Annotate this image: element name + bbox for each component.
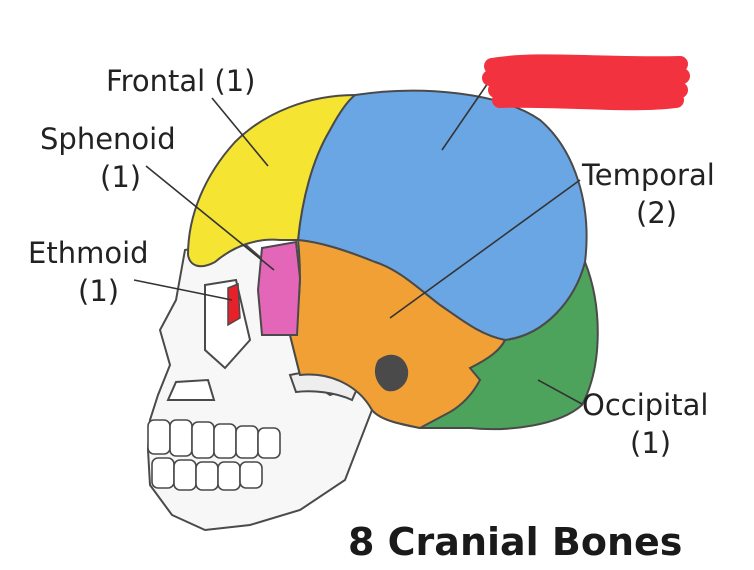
label-occipital-name: Occipital	[582, 388, 709, 422]
label-frontal: Frontal (1)	[106, 64, 256, 98]
label-temporal-name: Temporal	[582, 158, 715, 192]
sphenoid-bone	[256, 240, 302, 336]
label-ethmoid-name: Ethmoid	[28, 236, 149, 270]
label-sphenoid-name: Sphenoid	[40, 122, 176, 156]
leader-lines	[133, 79, 583, 405]
teeth	[147, 419, 281, 491]
redaction-scribble	[482, 54, 690, 111]
temporal-bone	[288, 238, 507, 430]
label-sphenoid-count: (1)	[100, 160, 142, 194]
label-occipital-count: (1)	[630, 426, 672, 460]
frontal-bone	[186, 93, 358, 268]
label-temporal-count: (2)	[636, 196, 678, 230]
ear-canal	[374, 354, 409, 392]
ethmoid-bone	[227, 282, 241, 327]
diagram-title: 8 Cranial Bones	[348, 520, 683, 564]
label-ethmoid-count: (1)	[78, 274, 120, 308]
